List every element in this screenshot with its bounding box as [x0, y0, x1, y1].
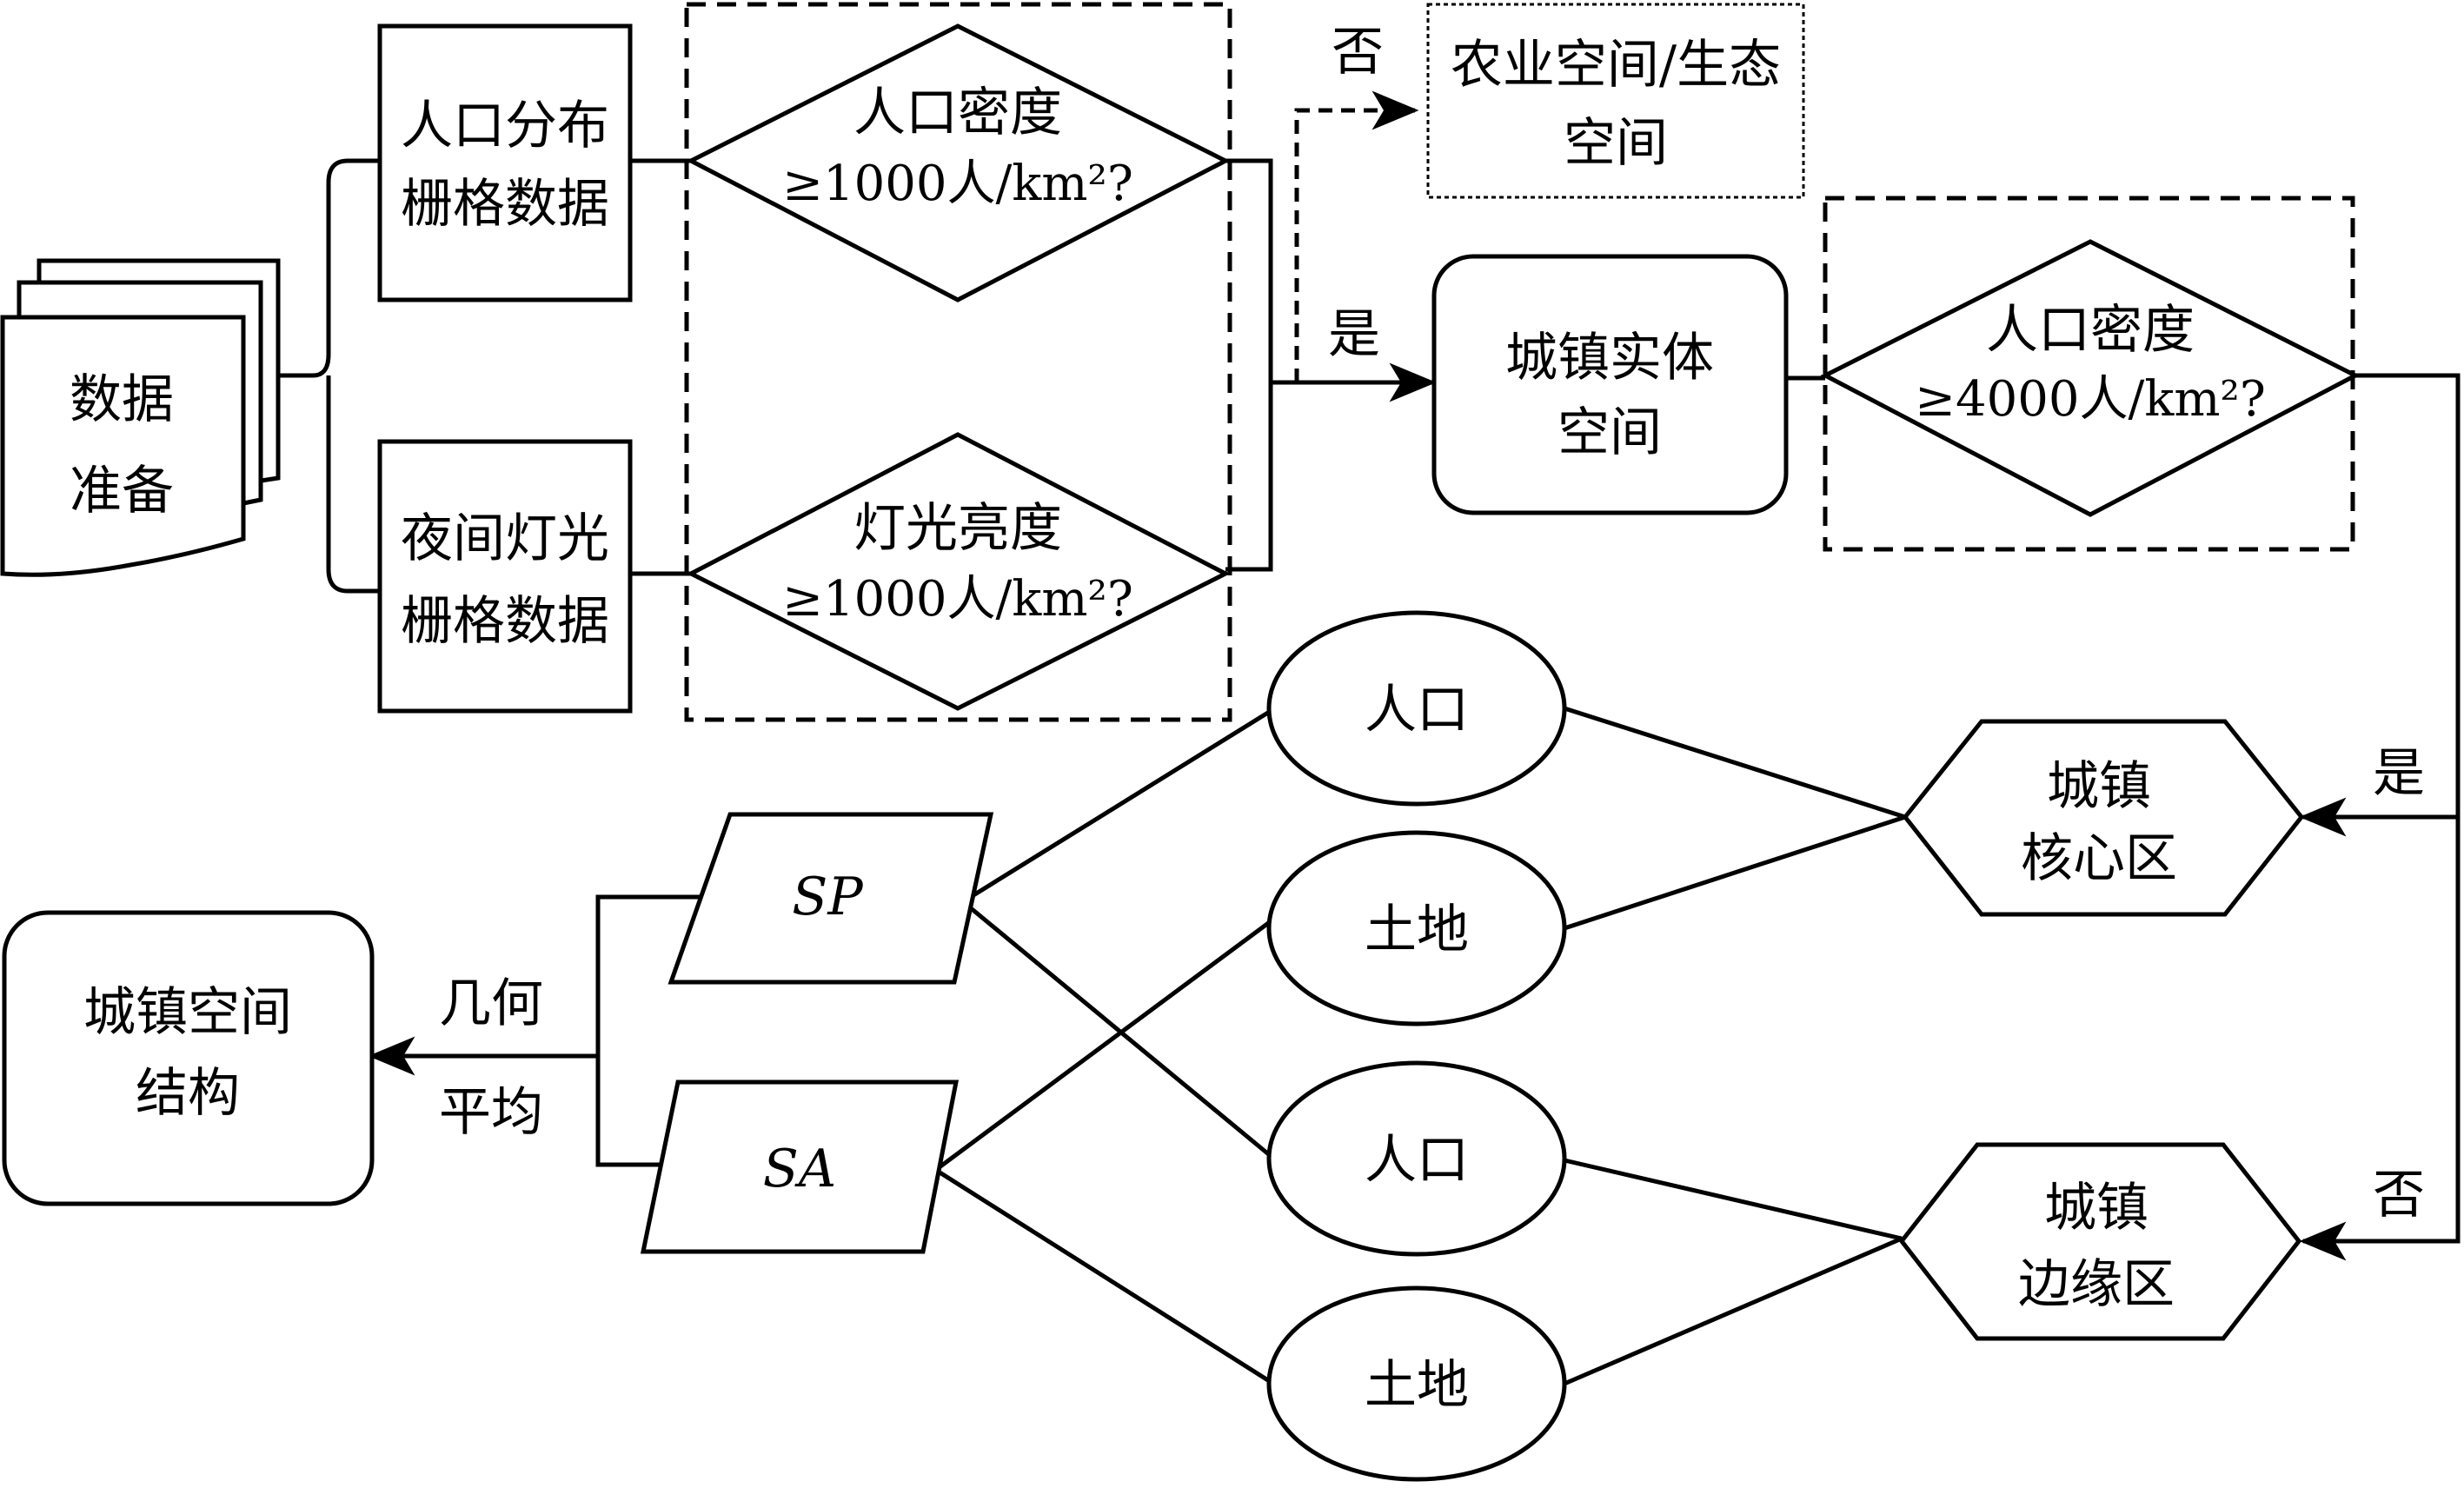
brace-connector — [254, 158, 378, 594]
sa-node: SA — [640, 1079, 960, 1254]
connectors — [254, 90, 2461, 1386]
light-brightness-decision: 灯光亮度 ≥1000人/km²? — [686, 432, 1231, 711]
connector-sp-edgepop — [959, 898, 1272, 1158]
data-prep-line2: 准备 — [70, 461, 174, 521]
night-light-grid-node: 夜间灯光 栅格数据 — [377, 439, 633, 714]
connector-land-sa — [935, 919, 1272, 1172]
connector-sp-sa-structure — [595, 894, 702, 1167]
edge-label-no-right: 否 — [2373, 1165, 2425, 1226]
sp-label: SP — [792, 867, 864, 927]
urban-edge-line2: 边缘区 — [2018, 1254, 2175, 1315]
urban-core-line2: 核心区 — [2021, 828, 2177, 889]
edge-label-mean: 平均 — [439, 1082, 543, 1143]
night-light-grid-line1: 夜间灯光 — [401, 508, 609, 569]
pop-density-4000-decision: 人口密度 ≥4000人/km²? — [1820, 239, 2361, 517]
sa-label: SA — [763, 1139, 836, 1199]
pop-density-4000-line1: 人口密度 — [1986, 300, 2195, 361]
edge-population-node: 人口 — [1266, 1060, 1567, 1257]
edge-land-label: 土地 — [1365, 1355, 1469, 1416]
pop-density-4000-line2: ≥4000人/km²? — [1915, 371, 2266, 428]
group-box-left — [684, 2, 1232, 722]
sp-node: SP — [667, 812, 994, 985]
urban-edge-node: 城镇 边缘区 — [1898, 1142, 2302, 1341]
connector-right-branch — [2303, 373, 2461, 1244]
edge-population-label: 人口 — [1365, 1130, 1469, 1191]
urban-core-line1: 城镇 — [2047, 756, 2151, 817]
agri-eco-space-line2: 空间 — [1564, 113, 1668, 174]
light-brightness-line2: ≥1000人/km²? — [782, 571, 1133, 628]
urban-structure-line2: 结构 — [136, 1063, 240, 1124]
urban-entity-space-line1: 城镇实体 — [1505, 328, 1714, 389]
urban-entity-space-node: 城镇实体 空间 — [1431, 254, 1789, 515]
core-land-node: 土地 — [1266, 830, 1567, 1026]
connector-edge-land — [1564, 1236, 1903, 1386]
connector-diamonds-merge — [1225, 158, 1273, 572]
core-population-label: 人口 — [1365, 680, 1469, 741]
connector-sa-edgeland — [933, 1166, 1272, 1385]
urban-structure-node: 城镇空间 结构 — [2, 910, 375, 1206]
core-land-label: 土地 — [1365, 900, 1469, 960]
connector-core-land — [1564, 814, 1906, 931]
population-grid-line2: 栅格数据 — [401, 174, 609, 235]
pop-density-1000-line1: 人口密度 — [853, 83, 1062, 143]
edge-land-node: 土地 — [1266, 1285, 1567, 1482]
edge-label-geometric: 几何 — [439, 973, 543, 1034]
urban-core-node: 城镇 核心区 — [1902, 719, 2305, 917]
connector-no-agri — [1294, 90, 1419, 382]
data-prep-line1: 数据 — [70, 369, 174, 430]
connector-edge-pop — [1564, 1158, 1903, 1241]
core-population-node: 人口 — [1266, 610, 1567, 807]
population-grid-line1: 人口分布 — [401, 96, 609, 156]
edge-label-yes-right: 是 — [2373, 743, 2425, 804]
urban-edge-line1: 城镇 — [2044, 1178, 2149, 1239]
agri-eco-space-node: 农业空间/生态 空间 — [1426, 3, 1805, 199]
connector-core-pop — [1564, 706, 1906, 820]
pop-density-1000-line2: ≥1000人/km²? — [782, 156, 1133, 212]
data-prep-node: 数据 准备 — [0, 258, 281, 577]
agri-eco-space-line1: 农业空间/生态 — [1451, 35, 1781, 96]
edge-label-no-top: 否 — [1332, 22, 1384, 83]
connector-pop-sp — [972, 708, 1272, 898]
population-grid-node: 人口分布 栅格数据 — [377, 23, 633, 302]
pop-density-1000-decision: 人口密度 ≥1000人/km²? — [686, 23, 1231, 302]
night-light-grid-line2: 栅格数据 — [401, 591, 609, 652]
urban-structure-line1: 城镇空间 — [83, 982, 292, 1043]
urban-entity-space-line2: 空间 — [1557, 402, 1662, 463]
edge-label-yes-top: 是 — [1328, 304, 1380, 365]
light-brightness-line1: 灯光亮度 — [853, 498, 1062, 559]
